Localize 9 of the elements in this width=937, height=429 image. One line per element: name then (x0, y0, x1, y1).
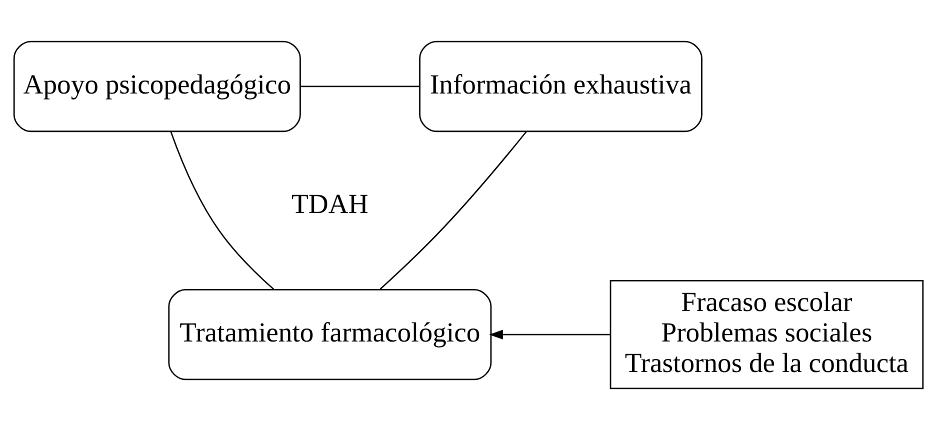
node-box: Apoyo psicopedagógico (13, 40, 301, 132)
node-box: Fracaso escolar Problemas sociales Trastornos de la conducta (610, 279, 924, 389)
connector (170, 130, 274, 290)
arrow (489, 329, 610, 339)
connector (300, 85, 420, 87)
connector (380, 130, 527, 290)
node-box: Tratamiento farmacológico (168, 288, 492, 380)
node-box: Información exhaustiva (419, 40, 702, 132)
label: TDAH (292, 187, 368, 218)
